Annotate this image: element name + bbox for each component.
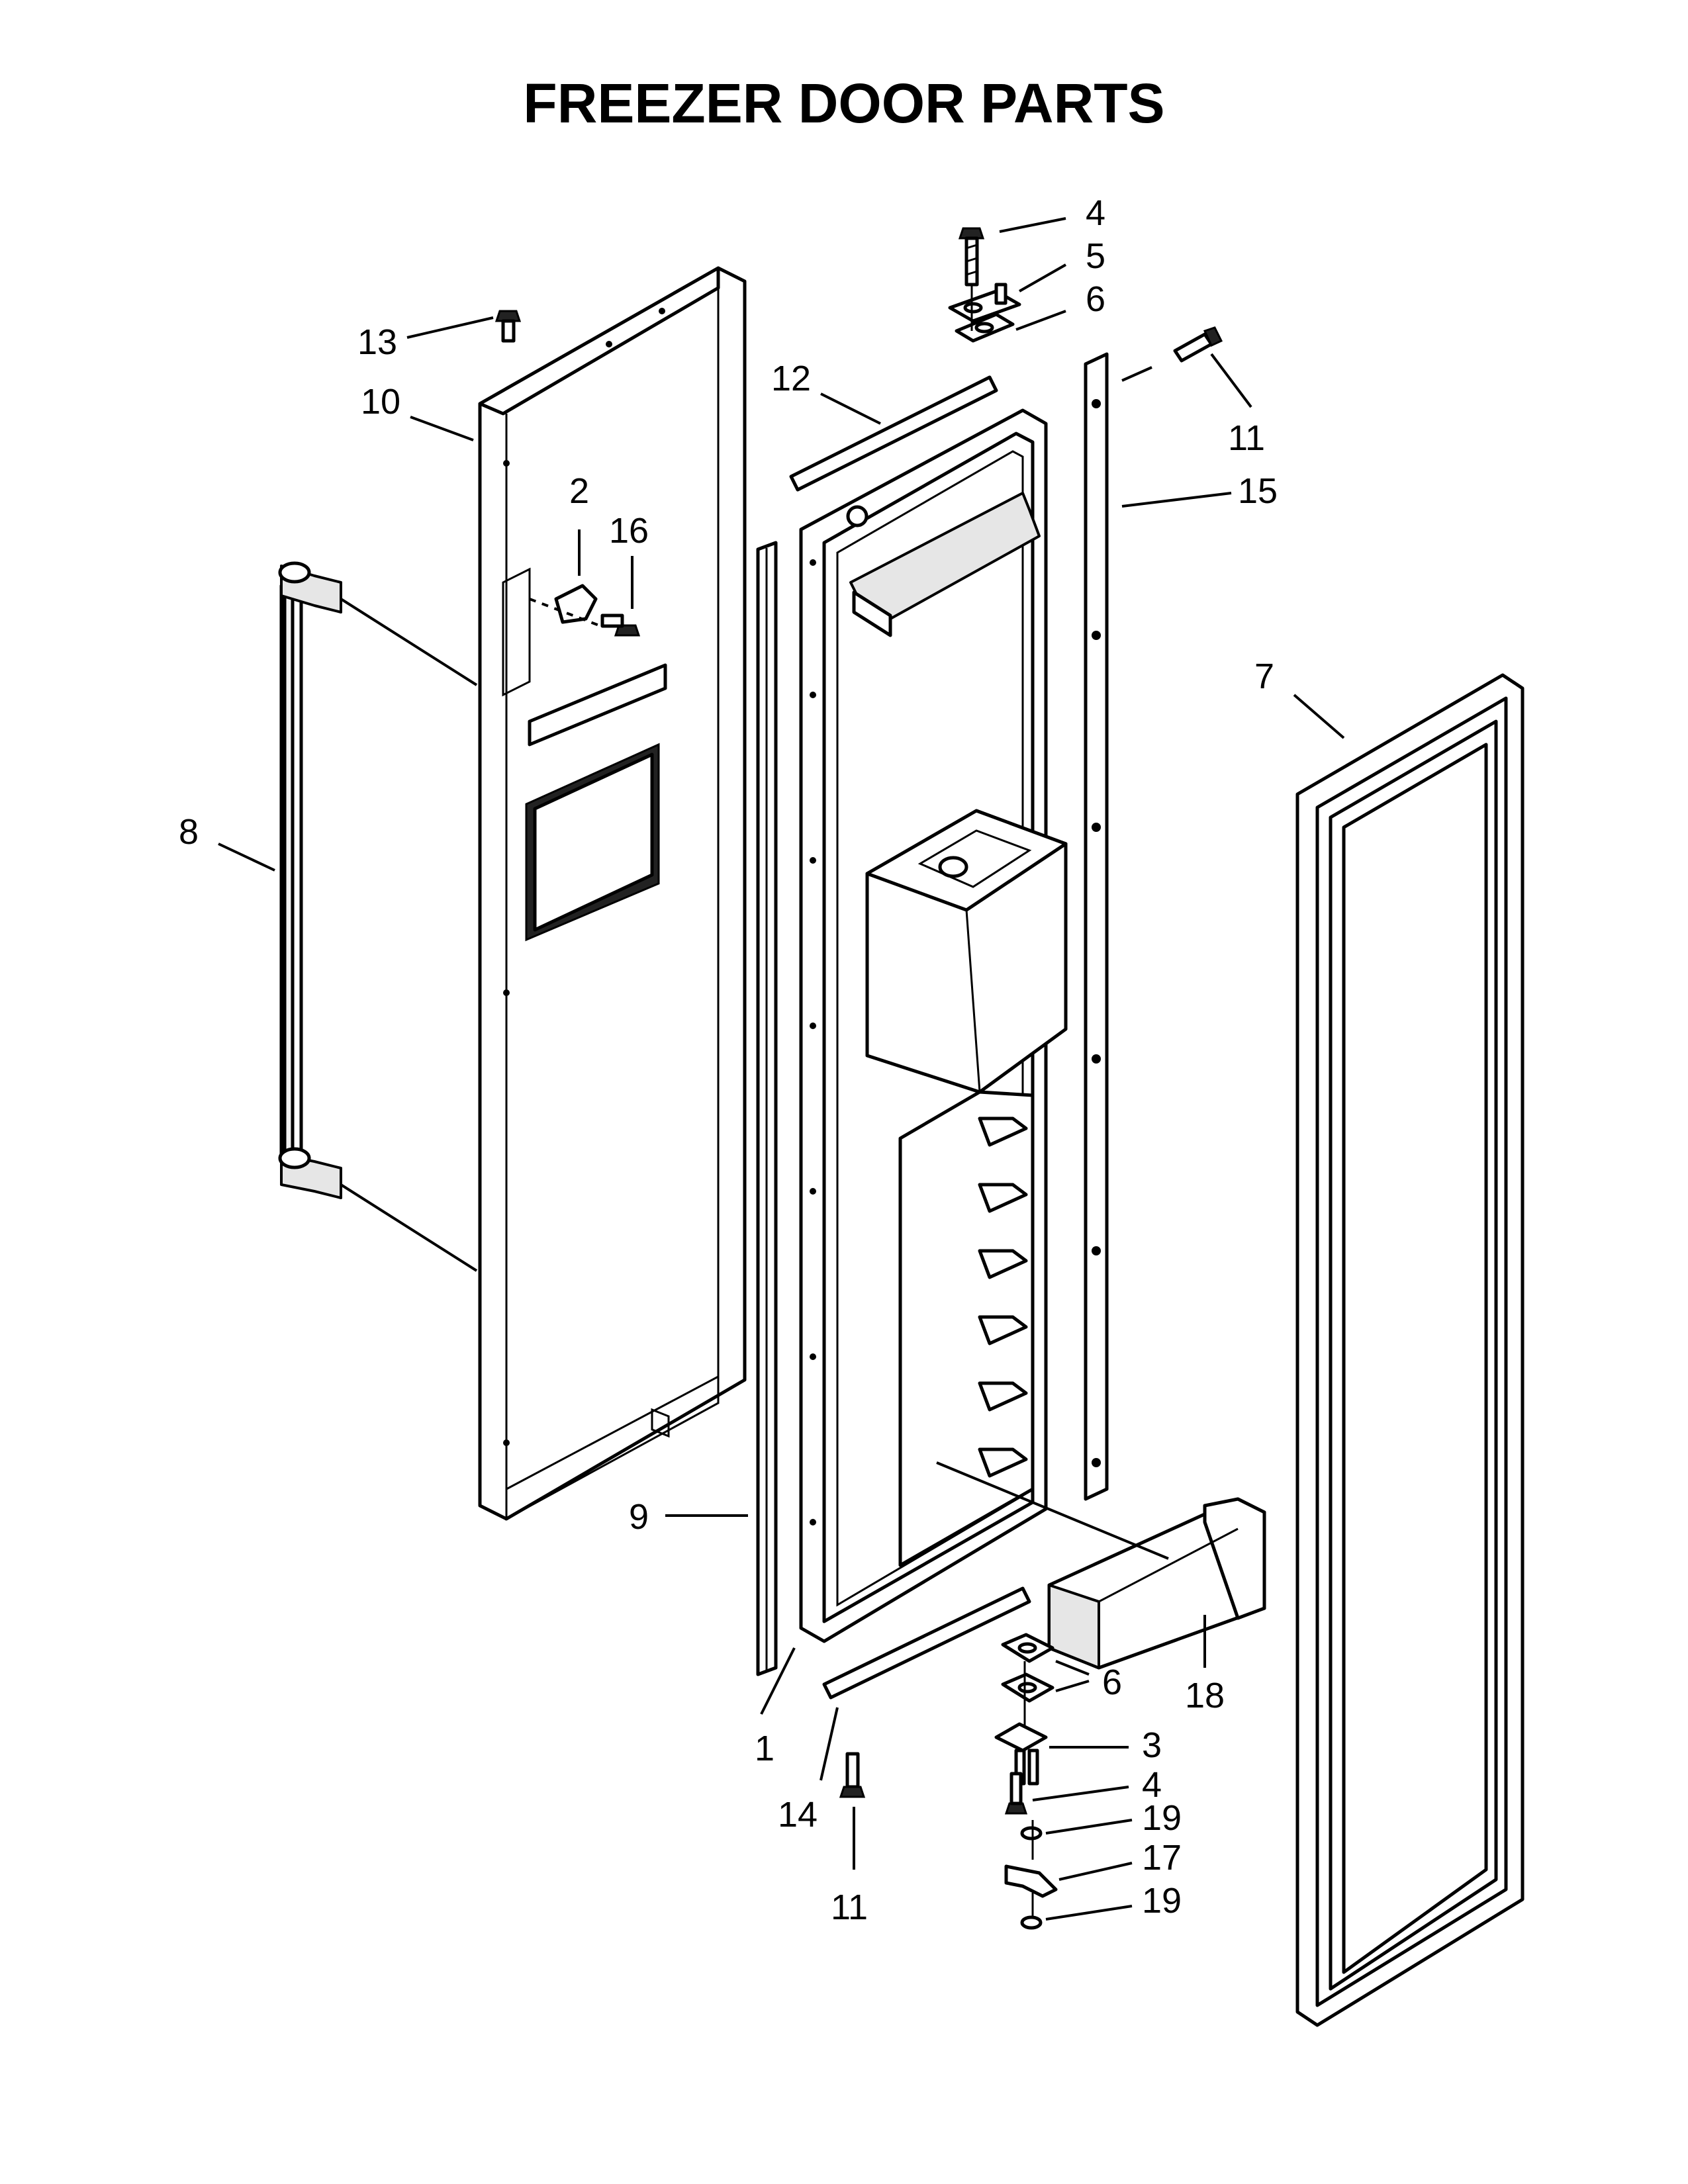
top-trim-strip [789,375,998,492]
callout-18: 18 [1185,1676,1225,1715]
inner-door-liner [799,408,1068,1643]
callout-11-top: 11 [1228,418,1265,458]
callout-17: 17 [1142,1838,1182,1878]
callout-12: 12 [771,359,811,398]
diagram-title: FREEZER DOOR PARTS [523,72,1164,134]
callout-19-a: 19 [1142,1798,1182,1838]
callout-15: 15 [1238,471,1278,511]
vertical-rail [1084,352,1109,1501]
callout-13: 13 [357,322,397,362]
callout-14: 14 [778,1795,818,1835]
panel-screw [494,310,522,343]
callout-16: 16 [609,511,649,551]
door-gasket [1295,673,1524,2027]
callout-6-bottom: 6 [1102,1662,1122,1702]
callout-labels: 4 5 6 11 13 10 12 15 2 16 7 8 9 6 18 1 3… [179,193,1278,1927]
callout-9: 9 [629,1497,649,1537]
callout-6-top: 6 [1086,279,1105,319]
callout-5: 5 [1086,236,1105,276]
door-handle [278,561,478,1272]
top-screw [1173,326,1223,363]
callout-10: 10 [361,382,400,422]
callout-7: 7 [1254,657,1274,696]
trim-strip [756,541,778,1676]
callout-4-bottom: 4 [1142,1765,1162,1805]
door-bin [936,1461,1266,1670]
callout-2: 2 [569,471,589,511]
callout-19-b: 19 [1142,1881,1182,1921]
bottom-screw [839,1752,866,1798]
bottom-hinge-assembly [994,1633,1058,1930]
callout-3: 3 [1142,1725,1162,1765]
callout-11-bottom: 11 [831,1888,868,1927]
outer-door-panel [478,266,747,1521]
leader-lines [218,217,1345,1921]
callout-4-top: 4 [1086,193,1105,233]
cover-plate-and-screw [529,584,641,637]
bottom-trim-strip [822,1586,1031,1700]
callout-1: 1 [755,1729,774,1768]
callout-8: 8 [179,812,199,852]
top-hinge-assembly [948,227,1021,343]
